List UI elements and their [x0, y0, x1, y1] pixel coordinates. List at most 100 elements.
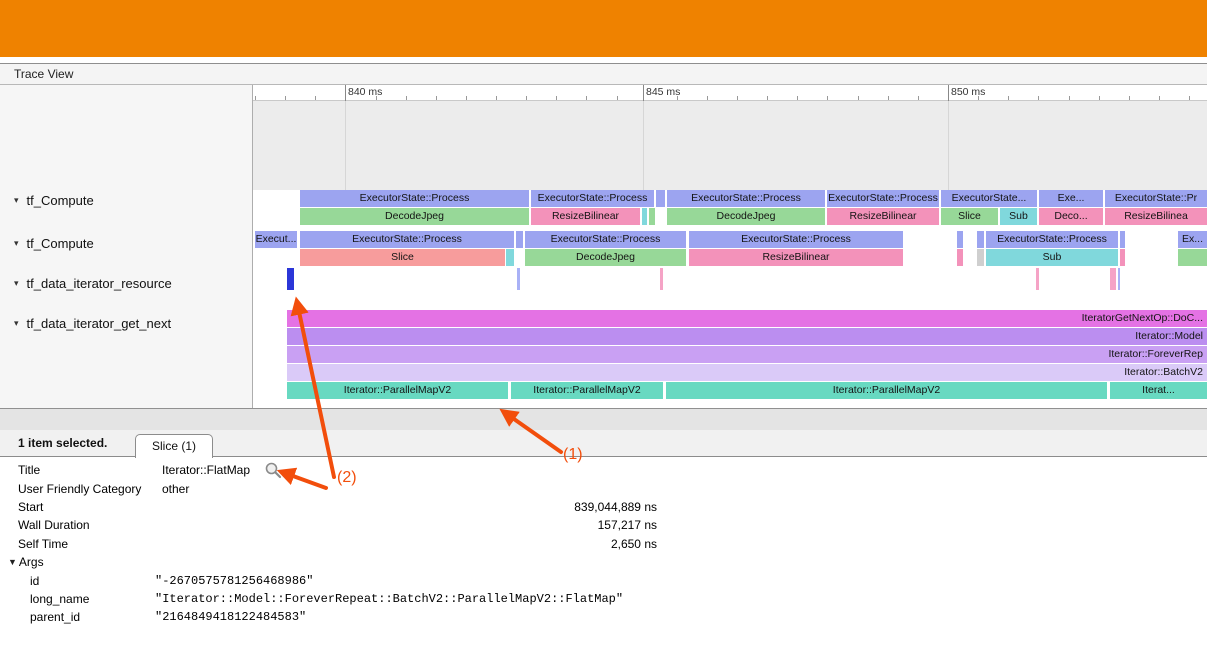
field-label: Wall Duration	[18, 518, 162, 532]
trace-tick[interactable]	[517, 268, 520, 290]
trace-tick[interactable]	[287, 268, 294, 290]
track-label-tf-compute-2[interactable]: ▾ tf_Compute	[0, 233, 252, 253]
arg-key: parent_id	[30, 610, 155, 624]
track-label-iterator-get-next[interactable]: ▾ tf_data_iterator_get_next	[0, 313, 252, 333]
trace-slice[interactable]: DecodeJpeg	[525, 249, 686, 266]
field-value: other	[162, 482, 189, 496]
trace-slice[interactable]: DecodeJpeg	[667, 208, 825, 225]
track-label-iterator-resource[interactable]: ▾ tf_data_iterator_resource	[0, 273, 252, 293]
trace-tick[interactable]	[506, 249, 514, 266]
arg-value: "2164849418122484583"	[155, 610, 306, 624]
timeline-ruler: 840 ms 845 ms 850 ms	[253, 85, 1207, 101]
trace-slice[interactable]: Iterator::ParallelMapV2	[287, 382, 508, 399]
field-label: Self Time	[18, 537, 162, 551]
zoom-to-slice-icon[interactable]	[264, 461, 282, 479]
trace-slice[interactable]: ResizeBilinea	[1105, 208, 1207, 225]
trace-tick[interactable]	[660, 268, 663, 290]
trace-slice[interactable]: IteratorGetNextOp::DoC...	[287, 310, 1207, 327]
track-label-tf-compute-1[interactable]: ▾ tf_Compute	[0, 190, 252, 210]
trace-slice[interactable]: Slice	[300, 249, 505, 266]
trace-view-header: Trace View	[0, 63, 1207, 85]
trace-slice[interactable]: ExecutorState::Process	[300, 231, 514, 248]
field-label: Start	[18, 500, 162, 514]
trace-tick[interactable]	[642, 208, 647, 225]
ruler-label: 845 ms	[646, 86, 680, 98]
trace-slice[interactable]: ExecutorState::Process	[667, 190, 825, 207]
args-label: Args	[19, 555, 44, 569]
ruler-label: 840 ms	[348, 86, 382, 98]
trace-tick[interactable]	[649, 208, 655, 225]
trace-view-title: Trace View	[14, 67, 73, 81]
detail-row-self-time: Self Time 2,650 ns	[0, 535, 1207, 553]
trace-slice[interactable]: ResizeBilinear	[531, 208, 640, 225]
collapse-icon[interactable]: ▾	[14, 195, 19, 206]
detail-row-category: User Friendly Category other	[0, 479, 1207, 497]
trace-tick[interactable]	[1120, 231, 1125, 248]
trace-slice[interactable]: Iterator::ForeverRep	[287, 346, 1207, 363]
arg-value: "Iterator::Model::ForeverRepeat::BatchV2…	[155, 592, 623, 606]
track-name: tf_Compute	[27, 236, 94, 251]
trace-slice[interactable]: Iterator::ParallelMapV2	[666, 382, 1107, 399]
arg-value: "-2670575781256468986"	[155, 574, 313, 588]
trace-slice[interactable]: DecodeJpeg	[300, 208, 529, 225]
trace-slice[interactable]: Sub	[986, 249, 1118, 266]
field-value: 2,650 ns	[162, 537, 657, 551]
trace-slice[interactable]: Exe...	[1039, 190, 1103, 207]
arg-key: id	[30, 574, 155, 588]
args-disclosure-icon[interactable]: ▼	[8, 557, 17, 567]
field-label: Title	[18, 463, 162, 477]
trace-slice[interactable]: Slice	[941, 208, 998, 225]
collapse-icon[interactable]: ▾	[14, 318, 19, 329]
args-section-header[interactable]: ▼ Args	[8, 553, 1207, 571]
field-value: 157,217 ns	[162, 518, 657, 532]
trace-tick[interactable]	[977, 249, 984, 266]
trace-slice[interactable]: Ex...	[1178, 231, 1207, 248]
tab-slice[interactable]: Slice (1)	[135, 434, 213, 458]
trace-tick[interactable]	[656, 190, 665, 207]
collapse-icon[interactable]: ▾	[14, 238, 19, 249]
trace-slice[interactable]: Sub	[1000, 208, 1037, 225]
trace-slice[interactable]: ExecutorState::Process	[531, 190, 654, 207]
panel-divider[interactable]	[0, 408, 1207, 430]
ruler-label: 850 ms	[951, 86, 985, 98]
field-label: User Friendly Category	[18, 482, 162, 496]
collapse-icon[interactable]: ▾	[14, 278, 19, 289]
field-value: 839,044,889 ns	[162, 500, 657, 514]
timeline-pane[interactable]: 840 ms 845 ms 850 ms ExecutorState::Proces…	[253, 85, 1207, 408]
selection-status: 1 item selected.	[18, 430, 107, 457]
field-value: Iterator::FlatMap	[162, 463, 250, 477]
trace-slice[interactable]: Iterat...	[1110, 382, 1207, 399]
trace-tick[interactable]	[977, 231, 984, 248]
trace-slice[interactable]: Deco...	[1039, 208, 1103, 225]
arg-key: long_name	[30, 592, 155, 606]
trace-slice[interactable]: ExecutorState::Pr	[1105, 190, 1207, 207]
trace-tick[interactable]	[1118, 268, 1120, 290]
trace-tick[interactable]	[957, 231, 963, 248]
trace-tick[interactable]	[1120, 249, 1125, 266]
arg-row-id: id "-2670575781256468986"	[0, 571, 1207, 589]
trace-tick[interactable]	[516, 231, 523, 248]
trace-slice[interactable]: Iterator::Model	[287, 328, 1207, 345]
trace-slice[interactable]: Iterator::ParallelMapV2	[511, 382, 663, 399]
trace-slice[interactable]: ExecutorState::Process	[525, 231, 686, 248]
top-banner	[0, 0, 1207, 57]
trace-slice[interactable]: ExecutorState::Process	[300, 190, 529, 207]
arg-row-long-name: long_name "Iterator::Model::ForeverRepea…	[0, 590, 1207, 608]
trace-slice[interactable]: ExecutorState::Process	[986, 231, 1118, 248]
trace-slice[interactable]: ExecutorState::Process	[689, 231, 903, 248]
track-name: tf_Compute	[27, 193, 94, 208]
arg-row-parent-id: parent_id "2164849418122484583"	[0, 608, 1207, 626]
trace-slice[interactable]: ResizeBilinear	[827, 208, 939, 225]
trace-tick[interactable]	[1110, 268, 1116, 290]
trace-slice[interactable]: ExecutorState...	[941, 190, 1037, 207]
trace-slice[interactable]: Execut...	[255, 231, 297, 248]
slice-details-panel: Title Iterator::FlatMap User Friendly Ca…	[0, 458, 1207, 664]
trace-slice[interactable]: ExecutorState::Process	[827, 190, 939, 207]
trace-tick[interactable]	[1178, 249, 1207, 266]
trace-slice[interactable]: Iterator::BatchV2	[287, 364, 1207, 381]
trace-slice[interactable]: ResizeBilinear	[689, 249, 903, 266]
trace-tick[interactable]	[1036, 268, 1039, 290]
track-name: tf_data_iterator_resource	[27, 276, 172, 291]
trace-tick[interactable]	[957, 249, 963, 266]
analysis-tabbar: 1 item selected. Slice (1)	[0, 430, 1207, 457]
